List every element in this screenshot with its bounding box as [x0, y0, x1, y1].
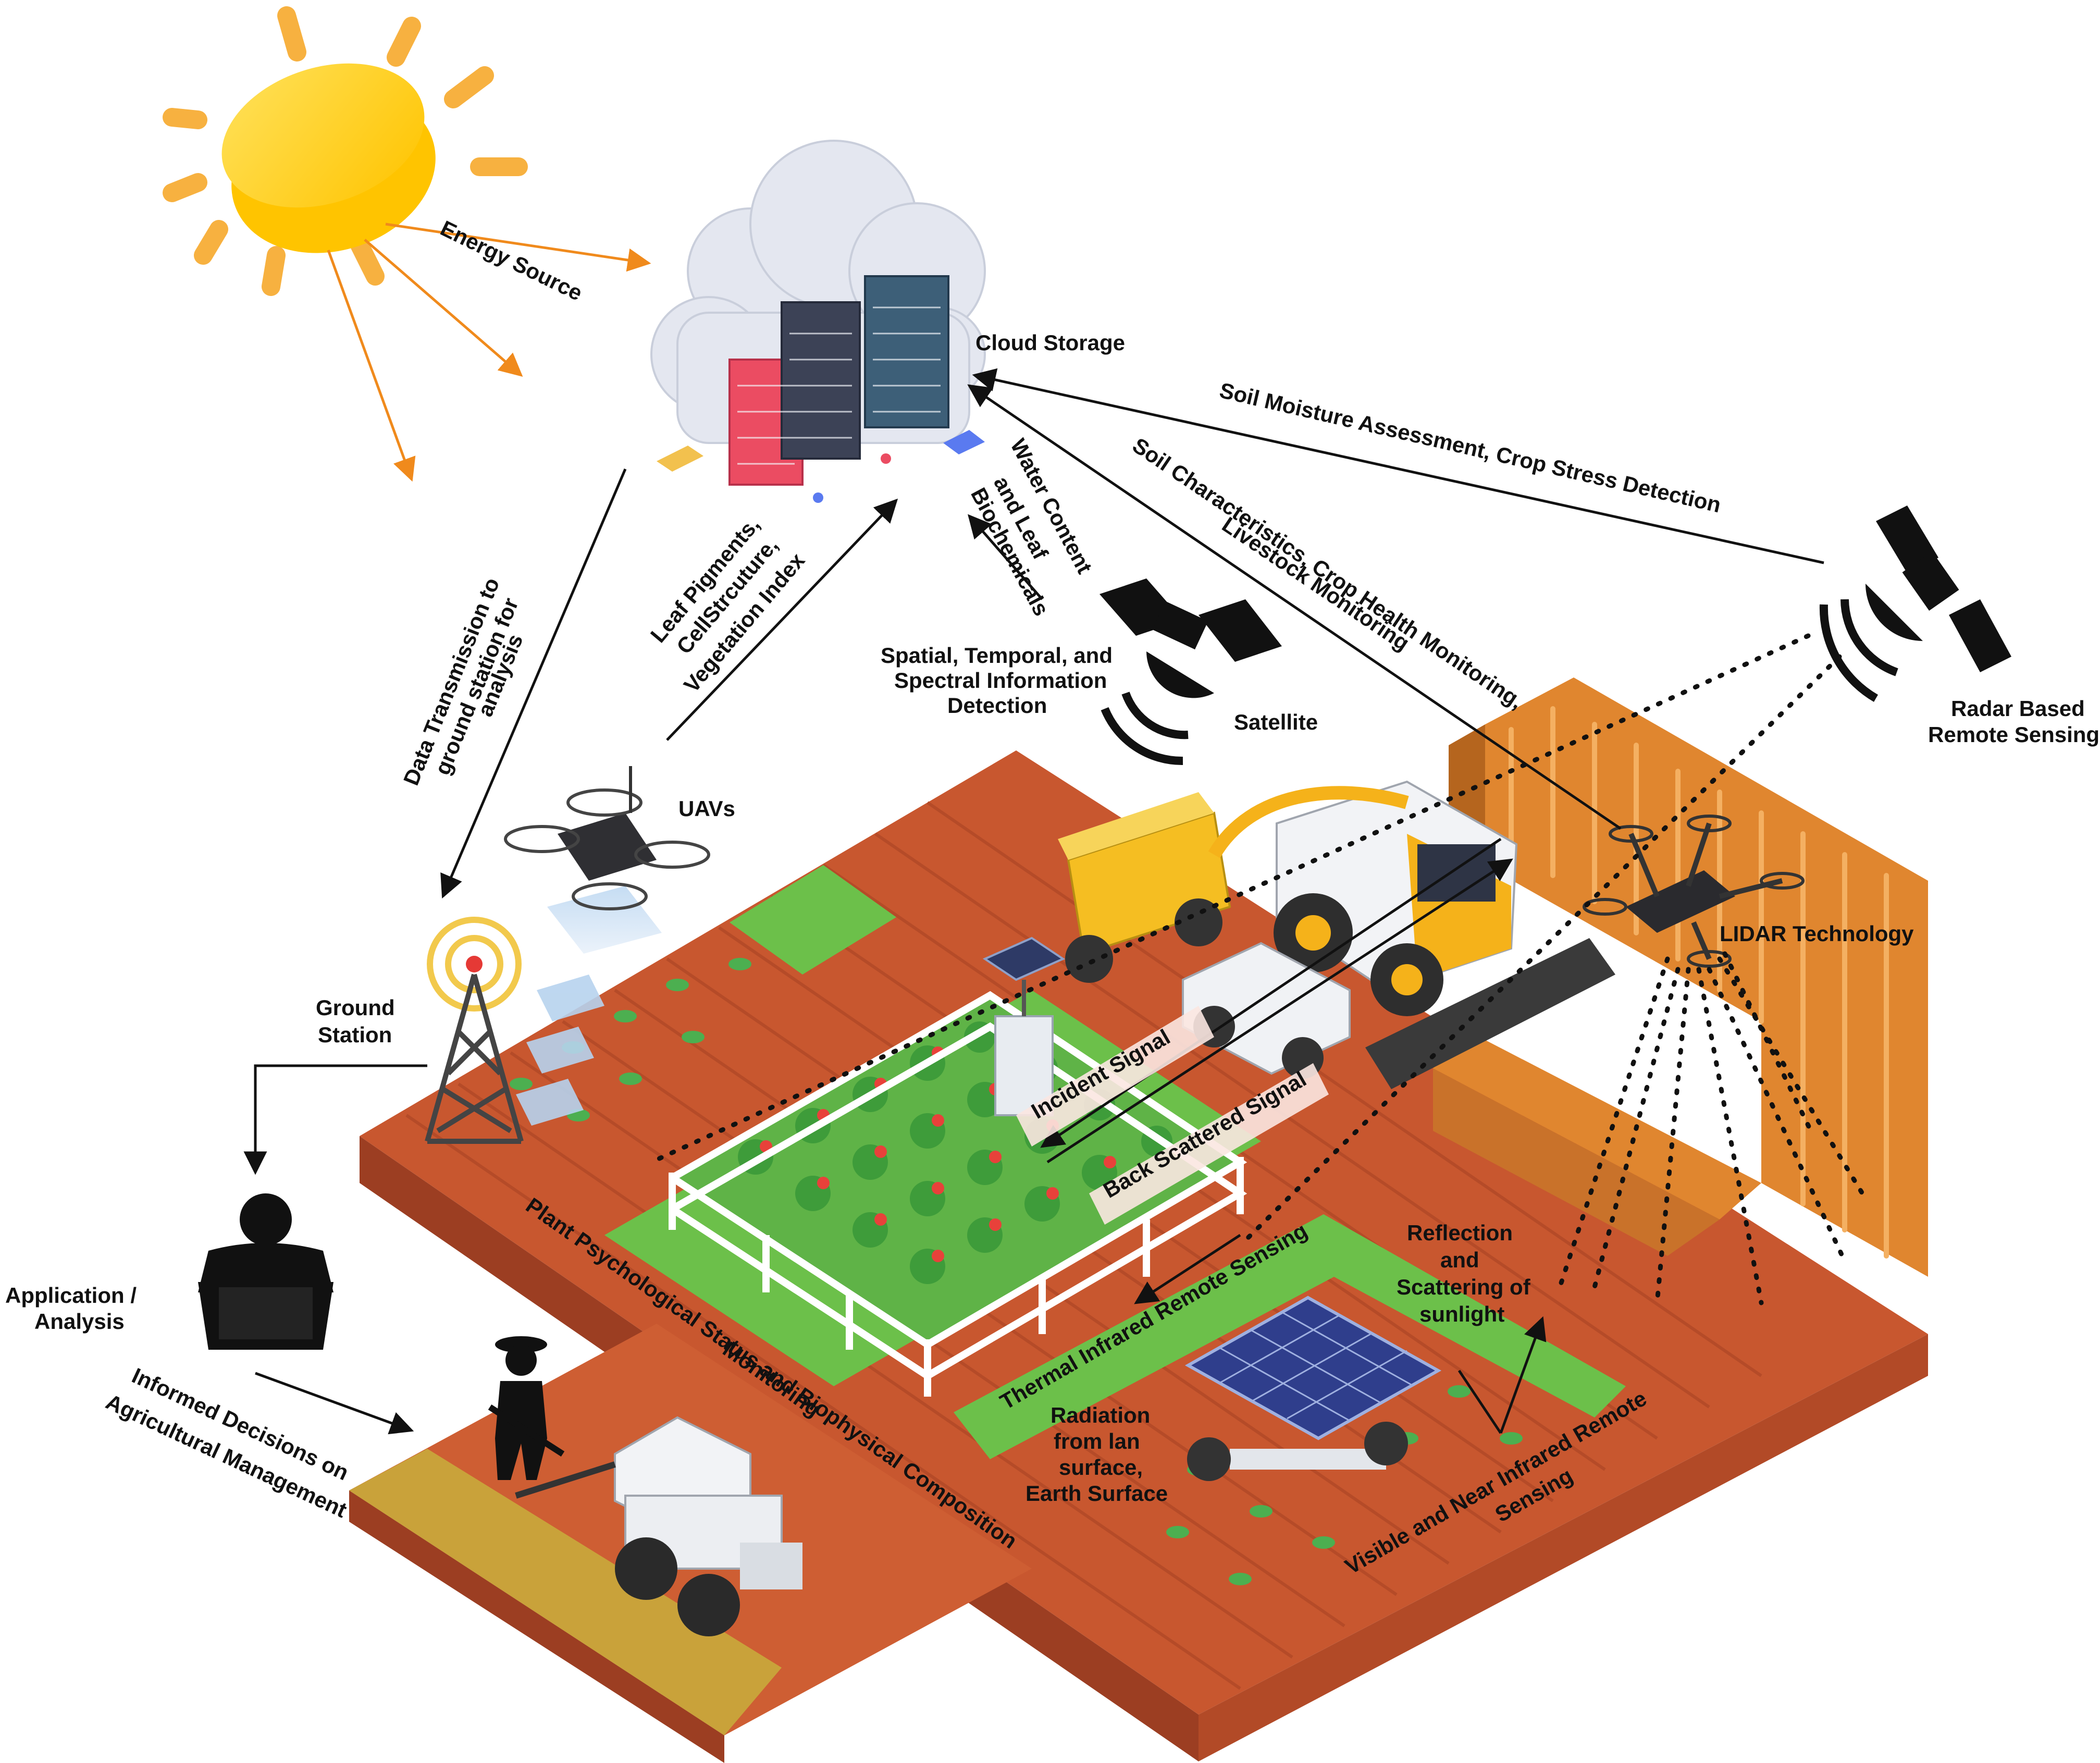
label-energy-source: Energy Source — [437, 216, 586, 305]
cloud-storage-icon — [650, 140, 986, 503]
label-reflection-4: sunlight — [1419, 1302, 1504, 1326]
uav-drone-icon — [504, 766, 710, 1126]
radar-satellite-icon — [1819, 506, 2011, 702]
label-radar-2: Remote Sensing — [1928, 722, 2099, 747]
dotted-sensing-lines — [649, 633, 1868, 1305]
sun-icon — [163, 6, 528, 296]
label-radiation-1: Radiation — [1051, 1403, 1150, 1427]
grass-strip-top — [730, 865, 896, 975]
ground-station-tower-icon — [425, 917, 524, 1144]
label-soil-moisture: Soil Moisture Assessment, Crop Stress De… — [1217, 378, 1723, 517]
label-uavs: UAVs — [678, 796, 735, 821]
label-radiation-2: from lan — [1054, 1429, 1140, 1453]
label-application-1: Application / — [5, 1283, 137, 1308]
lidar-drone-icon — [1583, 815, 1805, 968]
label-satellite: Satellite — [1234, 710, 1318, 734]
label-cloud-storage: Cloud Storage — [975, 330, 1125, 355]
yellow-patch — [349, 1449, 782, 1735]
signal-bands — [1016, 1006, 1329, 1225]
soil-plate-side-right — [1199, 1334, 1928, 1761]
label-ground-station-2: Station — [318, 1022, 392, 1047]
label-reflection-2: and — [1440, 1248, 1479, 1272]
label-radiation-3: surface, — [1059, 1455, 1143, 1480]
satellite-icon — [1100, 578, 1282, 766]
label-lidar: LIDAR Technology — [1720, 921, 1914, 946]
label-ground-station-1: Ground — [316, 995, 395, 1020]
sun-rays-arrows — [327, 223, 651, 482]
analyst-laptop-icon — [198, 1193, 333, 1350]
label-radar-1: Radar Based — [1951, 696, 2085, 721]
grass-strip-bottom — [954, 1214, 1626, 1459]
label-application-2: Analysis — [34, 1309, 125, 1334]
label-spatial-3: Detection — [947, 693, 1047, 718]
label-reflection-3: Scattering of — [1397, 1275, 1531, 1299]
connector-arrows — [243, 368, 1824, 1435]
soil-plate-lower-side — [349, 1490, 724, 1763]
label-radiation-4: Earth Surface — [1026, 1481, 1168, 1506]
solar-robot-icon — [1184, 1296, 1442, 1481]
label-spatial-1: Spatial, Temporal, and — [881, 643, 1113, 668]
label-spatial-2: Spectral Information — [894, 668, 1107, 693]
label-soil-characteristics-1: Soil Characteristics, Crop Health Monito… — [1128, 433, 1528, 713]
label-reflection-1: Reflection — [1407, 1220, 1513, 1245]
sensor-station-icon — [982, 936, 1066, 1116]
robot-tractor-icon — [515, 1416, 802, 1636]
farmer-icon — [488, 1336, 565, 1480]
